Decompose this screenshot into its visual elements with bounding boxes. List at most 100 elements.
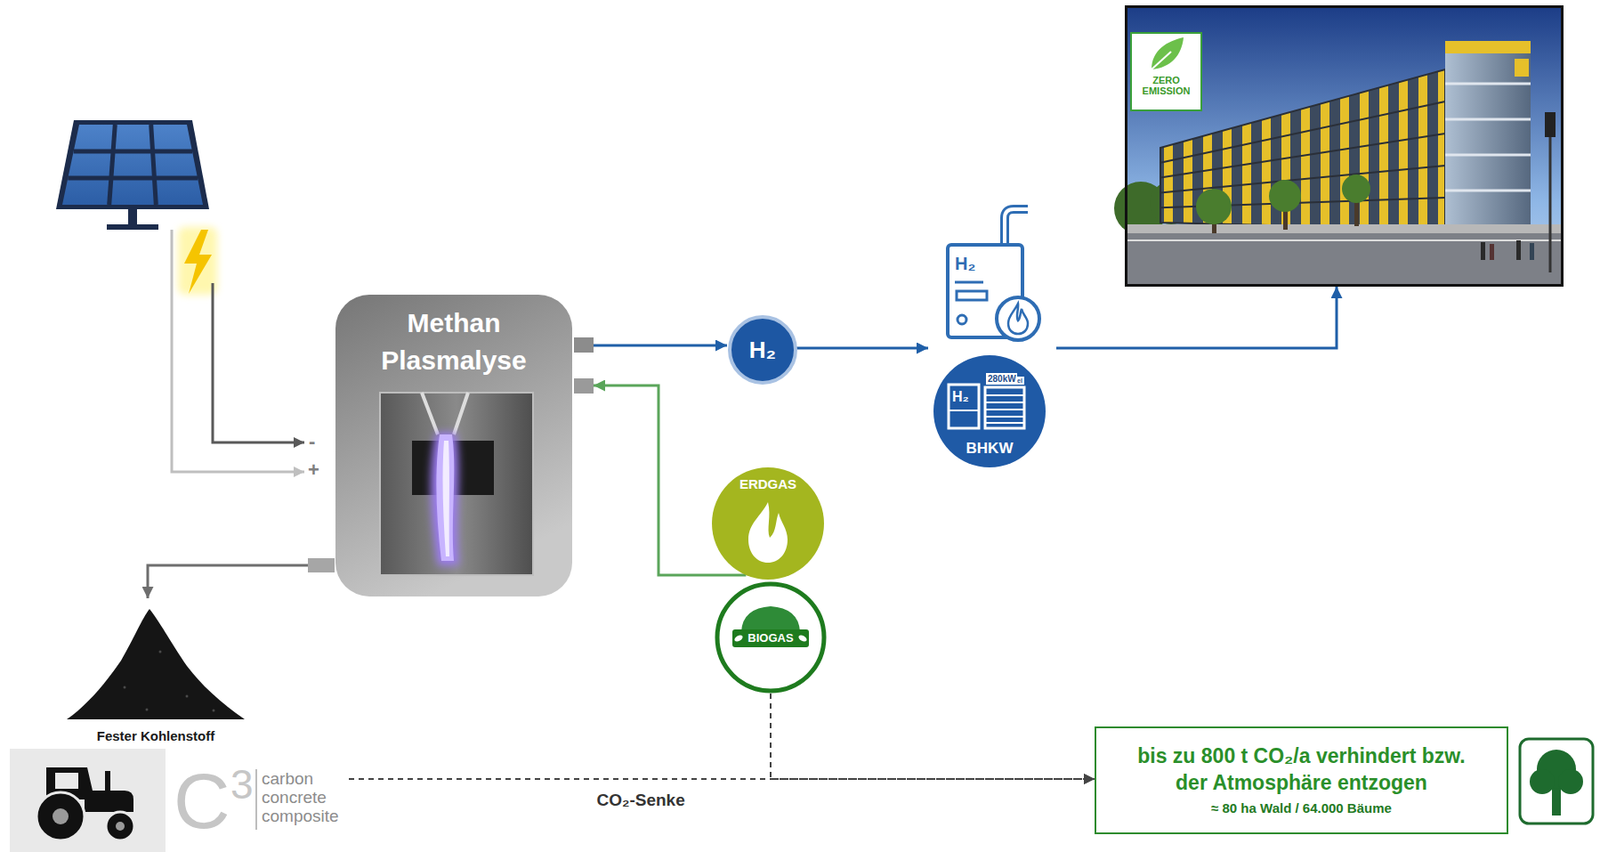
chp-unit-shape <box>928 203 1051 468</box>
building-photo-shape <box>1514 58 1529 77</box>
picture-caption: Fester Kohlenstoff <box>62 727 250 744</box>
process-box-shape <box>335 294 573 597</box>
building-photo-shape <box>1516 240 1521 260</box>
power-wire <box>171 229 305 472</box>
building-photo-shape <box>1445 48 1531 230</box>
logo-shape <box>255 768 258 830</box>
chp-unit-shape <box>956 290 987 300</box>
building-photo-shape <box>1124 233 1564 287</box>
chp-unit-shape <box>954 281 984 284</box>
building-photo-shape <box>1489 243 1495 260</box>
result-box: bis zu 800 t CO₂/a verhindert bzw. der A… <box>1094 726 1509 834</box>
carbon-pile-shape <box>62 597 250 750</box>
gas-circle: ERDGAS <box>711 466 825 581</box>
port-stub <box>573 337 594 353</box>
solar-panel <box>67 176 198 181</box>
power-wire <box>212 282 305 443</box>
chp-unit-shape <box>985 415 1025 418</box>
process-box: Methan Plasmalyse <box>334 293 574 598</box>
solar-panel <box>151 124 157 205</box>
carbon-pile-shape <box>159 650 162 654</box>
chp-unit-shape <box>985 394 1025 396</box>
building-photo-shape <box>1195 188 1232 225</box>
connector <box>796 347 929 350</box>
circle-label: BIOGAS <box>714 630 827 646</box>
gas-circle-shape <box>711 467 825 580</box>
solar-panel <box>109 124 116 205</box>
building-photo-shape <box>1445 118 1531 122</box>
tractor-icon <box>52 808 69 825</box>
chp-unit-shape <box>985 387 1025 429</box>
tree-icon <box>1519 738 1593 824</box>
building-photo-shape <box>1160 165 1446 193</box>
tree-icon <box>1519 738 1593 824</box>
biogas-circle-shape <box>797 633 809 643</box>
building-photo-shape <box>1268 179 1302 212</box>
port-stub <box>307 557 335 573</box>
chp-unit-shape <box>985 408 1025 411</box>
chp-unit-shape <box>948 409 979 412</box>
tractor-icon <box>36 791 85 841</box>
building-photo-shape <box>1124 5 1564 287</box>
connector <box>1056 286 1337 348</box>
carbon-pile-shape <box>66 608 245 720</box>
solar-panel <box>73 149 193 154</box>
chp-unit-shape <box>985 421 1025 424</box>
icon-label: H₂ <box>952 387 970 405</box>
process-box-shape <box>379 392 534 575</box>
process-box-shape <box>430 432 460 566</box>
edge-label: CO₂-Senke <box>594 789 688 810</box>
chp-unit-shape <box>985 401 1025 404</box>
carbon-pile: Fester Kohlenstoff <box>62 597 250 750</box>
building-photo-shape <box>1124 5 1564 287</box>
solar-panel <box>106 224 159 230</box>
carbon-pile-shape <box>145 708 149 712</box>
tree-icon <box>1529 768 1555 794</box>
tractor-icon <box>105 770 111 791</box>
logo-superscript: 3 <box>230 763 254 805</box>
building-photo-shape <box>1160 133 1446 178</box>
building-photo-shape <box>1445 40 1531 54</box>
chp-unit-shape <box>948 384 979 429</box>
power-rating-subscript: el <box>1017 376 1025 385</box>
circle-label: ERDGAS <box>711 476 825 493</box>
building-photo-shape <box>1124 239 1564 242</box>
tractor-icon <box>115 821 125 831</box>
tree-icon <box>1551 786 1561 816</box>
result-text: bis zu 800 t CO₂/a verhindert bzw. der A… <box>1128 742 1476 796</box>
badge-text: ZERO EMISSION <box>1133 74 1199 97</box>
tractor-icon <box>55 772 79 789</box>
chp-unit-shape <box>1004 209 1028 247</box>
building-photo-shape <box>1131 32 1202 111</box>
building-photo-shape <box>1544 112 1556 138</box>
building-photo-shape <box>1160 101 1446 163</box>
logo-letter: C <box>173 761 231 841</box>
gas-circle-shape <box>748 501 788 563</box>
building-photo-shape <box>1124 224 1564 234</box>
process-box-shape <box>334 293 574 598</box>
lightning-symbol <box>177 226 218 295</box>
icon-label: H₂ <box>954 252 976 275</box>
tractor-icon <box>105 811 135 841</box>
chp-unit-shape <box>1008 303 1028 334</box>
power-wire <box>171 229 305 472</box>
logo: C3carbon concrete composite <box>171 761 349 839</box>
solar-panel <box>56 120 210 230</box>
building-photo-shape <box>1529 242 1535 260</box>
connector <box>770 693 1095 779</box>
power-rating: 280kW <box>985 372 1018 385</box>
tractor-icon <box>9 748 166 852</box>
building-photo-shape <box>1445 82 1531 86</box>
tree-icon <box>1558 768 1584 794</box>
logo-text: carbon concrete composite <box>261 768 349 825</box>
chp-unit: BHKW <box>928 203 1051 468</box>
box-title: Methan Plasmalyse <box>364 304 543 380</box>
polarity-sign: + <box>307 458 320 482</box>
polarity-sign: - <box>308 429 316 453</box>
biogas-circle-shape <box>741 606 800 631</box>
building-photo-shape <box>1445 189 1531 193</box>
building-photo-shape <box>1160 69 1446 230</box>
solar-panel <box>56 120 210 210</box>
building-photo-shape <box>1151 37 1184 70</box>
